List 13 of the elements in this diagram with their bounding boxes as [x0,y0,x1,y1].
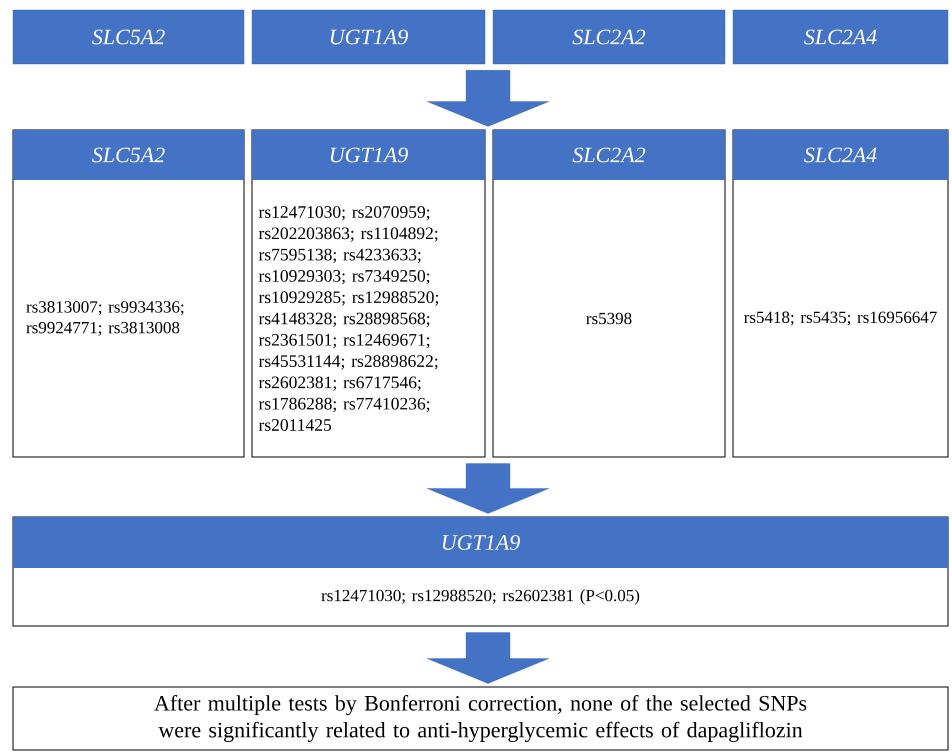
gene-snp-box: SLC2A2 rs5398 [492,130,726,458]
gene-header-box: SLC2A2 [492,10,726,64]
gene-snp-box: SLC5A2 rs3813007; rs9934336; rs9924771; rs3813008 [12,130,244,458]
block-arrow [426,463,550,514]
gene-header-box: SLC2A4 [732,10,948,64]
gene-header-box: SLC5A2 [12,10,244,64]
gene-header-box: UGT1A9 [252,10,486,64]
block-arrow [426,70,550,127]
gene-snp-box: UGT1A9 rs12471030; rs2070959; rs202203863; rs1104892; rs7595138; rs4233633; rs10929303; rs7349250; rs10929285; rs12988520; rs4148328; rs28898568; rs2361501; rs12469671; rs45531144; rs28898622; rs2602381; rs6717546; rs1786288; rs77410236; rs2011425 [252,130,486,458]
conclusion-box: After multiple tests by Bonferroni correction, none of the selected SNPs were significantly related to anti-hyperglycemic effects of dapagliflozin [12,686,948,750]
block-arrow [426,632,550,684]
gene-snp-box: SLC2A4 rs5418; rs5435; rs16956647 [732,130,948,458]
gene-snp-box: UGT1A9 rs12471030; rs12988520; rs2602381 (P<0.05) [12,516,948,626]
